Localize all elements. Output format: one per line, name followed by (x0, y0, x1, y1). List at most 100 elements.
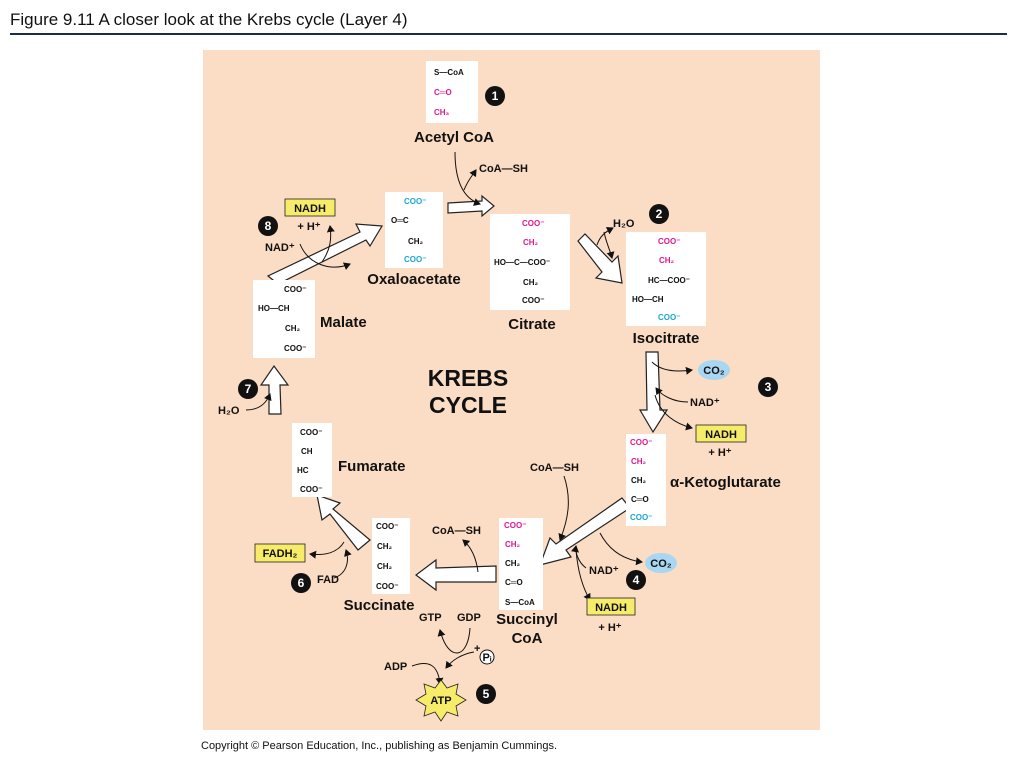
succinyl-coa-structure-box (499, 518, 543, 610)
oxaloacetate-structure-box (385, 192, 443, 268)
h-plus-label-3: + H⁺ (708, 447, 731, 459)
succinate-line-2: CH₂ (377, 542, 393, 551)
acetyl-coa-line-1: S—CoA (434, 68, 464, 77)
nadh-box-3 (695, 424, 747, 443)
step-3-number: 3 (765, 380, 772, 394)
succinyl-coa: COO⁻ CH₂ CH₂ C═O S—CoA Succinyl CoA (496, 518, 558, 647)
step-5-number: 5 (483, 687, 490, 701)
arrow-nad-in-4 (571, 545, 587, 569)
h2o-label-2: H₂O (613, 218, 635, 230)
cycle-arrow-oxaloacetate-to-citrate (447, 194, 495, 218)
malate-structure-box (253, 280, 315, 358)
citrate-line-5: COO⁻ (522, 296, 544, 305)
arrow-fadh2-out (309, 541, 345, 559)
arrow-h2o-out (603, 231, 615, 259)
step-7-circle (238, 379, 258, 399)
succinate-label: Succinate (344, 597, 415, 614)
gtp-label: GTP (419, 612, 442, 624)
isocitrate-structure-box (626, 232, 706, 326)
oxaloacetate-line-1: COO⁻ (404, 197, 426, 206)
step-2-number: 2 (656, 207, 663, 221)
malate-line-4: COO⁻ (284, 344, 306, 353)
citrate-label: Citrate (508, 316, 556, 333)
alpha-ketoglutarate-line-4: C═O (631, 495, 649, 504)
malate-line-2: HO—CH (258, 304, 290, 313)
alpha-ketoglutarate-line-1: COO⁻ (630, 438, 652, 447)
cycle-arrow-isocitrate-to-ketoglutarate (638, 351, 669, 434)
alpha-ketoglutarate: COO⁻ CH₂ CH₂ C═O COO⁻ α-Ketoglutarate (626, 434, 781, 526)
arrow-coash-out-1 (463, 169, 477, 191)
alpha-ketoglutarate-line-5: COO⁻ (630, 513, 652, 522)
arrow-gdp-to-gtp (437, 627, 471, 654)
fumarate-line-2: CH (301, 447, 313, 456)
succinyl-coa-label-line-2: CoA (512, 630, 543, 647)
arrow-coash-in-4 (558, 475, 569, 541)
malate-label: Malate (320, 314, 367, 331)
figure-title: Figure 9.11 A closer look at the Krebs c… (10, 10, 408, 29)
fumarate-line-1: COO⁻ (300, 428, 322, 437)
title-rule (10, 33, 1007, 35)
succinate: COO⁻ CH₂ CH₂ COO⁻ Succinate (344, 518, 415, 614)
diagram-background (203, 50, 820, 730)
fumarate-line-3: HC (297, 466, 309, 475)
nadh-box-4 (586, 597, 636, 616)
step-2-circle (649, 204, 669, 224)
succinate-structure-box (372, 518, 410, 594)
citrate: COO⁻ CH₂ HO—C—COO⁻ CH₂ COO⁻ Citrate (490, 214, 570, 333)
nadh-box-8 (284, 198, 336, 217)
arrow-adp-to-atp (411, 662, 444, 685)
cycle-arrow-fumarate-to-malate (259, 364, 290, 415)
arrow-nad-in-3 (655, 387, 689, 403)
co2-label-3: CO₂ (703, 365, 725, 377)
alpha-ketoglutarate-line-2: CH₂ (631, 457, 647, 466)
succinyl-coa-line-3: CH₂ (505, 559, 521, 568)
krebs-cycle-title-line-2: CYCLE (429, 392, 507, 418)
krebs-cycle-title-line-1: KREBS (428, 365, 509, 391)
nadh-label-8: NADH (294, 203, 326, 215)
h2o-label-7: H₂O (218, 405, 240, 417)
nad-plus-label-8: NAD⁺ (265, 242, 295, 254)
succinyl-coa-label-line-1: Succinyl (496, 611, 558, 628)
side-arrows (245, 151, 693, 685)
citrate-line-1: COO⁻ (522, 219, 544, 228)
isocitrate-label: Isocitrate (633, 330, 700, 347)
alpha-ketoglutarate-line-3: CH₂ (631, 476, 647, 485)
isocitrate-line-4: HO—CH (632, 295, 664, 304)
arrow-co2-out-3 (651, 361, 693, 375)
nadh-label-3: NADH (705, 429, 737, 441)
step-7-number: 7 (245, 382, 252, 396)
gdp-label: GDP (457, 612, 481, 624)
cycle-arrow-succinylcoa-to-succinate (415, 558, 497, 592)
arrow-coash-out-5 (462, 539, 479, 573)
coa-sh-label-4: CoA—SH (530, 462, 579, 474)
pi-circle (479, 649, 495, 665)
plus-label: + (474, 643, 480, 655)
fumarate-line-4: COO⁻ (300, 485, 322, 494)
arrow-fad-in (333, 549, 352, 579)
isocitrate: COO⁻ CH₂ HC—COO⁻ HO—CH COO⁻ Isocitrate (626, 232, 706, 347)
isocitrate-line-3: HC—COO⁻ (648, 276, 690, 285)
alpha-ketoglutarate-label: α-Ketoglutarate (670, 474, 781, 491)
arrow-pi-in (445, 651, 475, 669)
arrow-h2o-in-7 (245, 393, 272, 411)
succinyl-coa-line-5: S—CoA (505, 598, 535, 607)
citrate-structure-box (490, 214, 570, 310)
step-5-circle (476, 684, 496, 704)
pi-label: Pᵢ (483, 652, 492, 664)
succinate-line-1: COO⁻ (376, 522, 398, 531)
succinyl-coa-line-2: CH₂ (505, 540, 521, 549)
cycle-arrow-succinate-to-fumarate (316, 494, 371, 551)
fadh2-box (254, 543, 306, 563)
malate-line-3: CH₂ (285, 324, 301, 333)
fumarate-label: Fumarate (338, 458, 406, 475)
acetyl-coa-line-2: C═O (434, 88, 452, 97)
malate: COO⁻ HO—CH CH₂ COO⁻ Malate (253, 280, 367, 358)
arrow-nad-in-8 (299, 243, 351, 270)
succinate-line-3: CH₂ (377, 562, 393, 571)
citrate-line-2: CH₂ (523, 238, 539, 247)
co2-label-4: CO₂ (650, 558, 672, 570)
acetyl-coa: S—CoA C═O CH₃ Acetyl CoA (414, 61, 494, 146)
oxaloacetate-label: Oxaloacetate (367, 271, 460, 288)
co2-blob-4: CO₂ (645, 553, 677, 573)
